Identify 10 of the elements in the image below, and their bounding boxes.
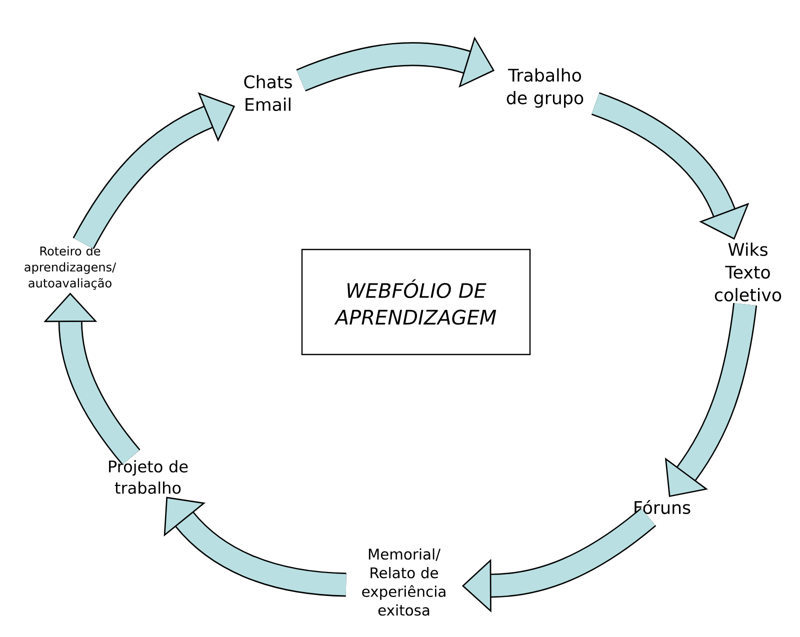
node-label: Projeto de trabalho	[109, 460, 188, 494]
node-label: Roteiro de aprendizagens/ autoavaliação	[24, 246, 116, 290]
node-label: Trabalho de grupo	[506, 68, 584, 108]
block-arrow	[164, 496, 347, 597]
title-box: WEBFÓLIO DE APRENDIZAGEM	[301, 248, 531, 356]
node-label: Wiks Texto coletivo	[714, 242, 782, 302]
block-arrow	[44, 292, 140, 465]
node-label: Memorial/ Relato de experiência exitosa	[362, 548, 446, 616]
node-label: Chats Email	[244, 74, 292, 112]
node-label: Fóruns	[634, 500, 690, 514]
